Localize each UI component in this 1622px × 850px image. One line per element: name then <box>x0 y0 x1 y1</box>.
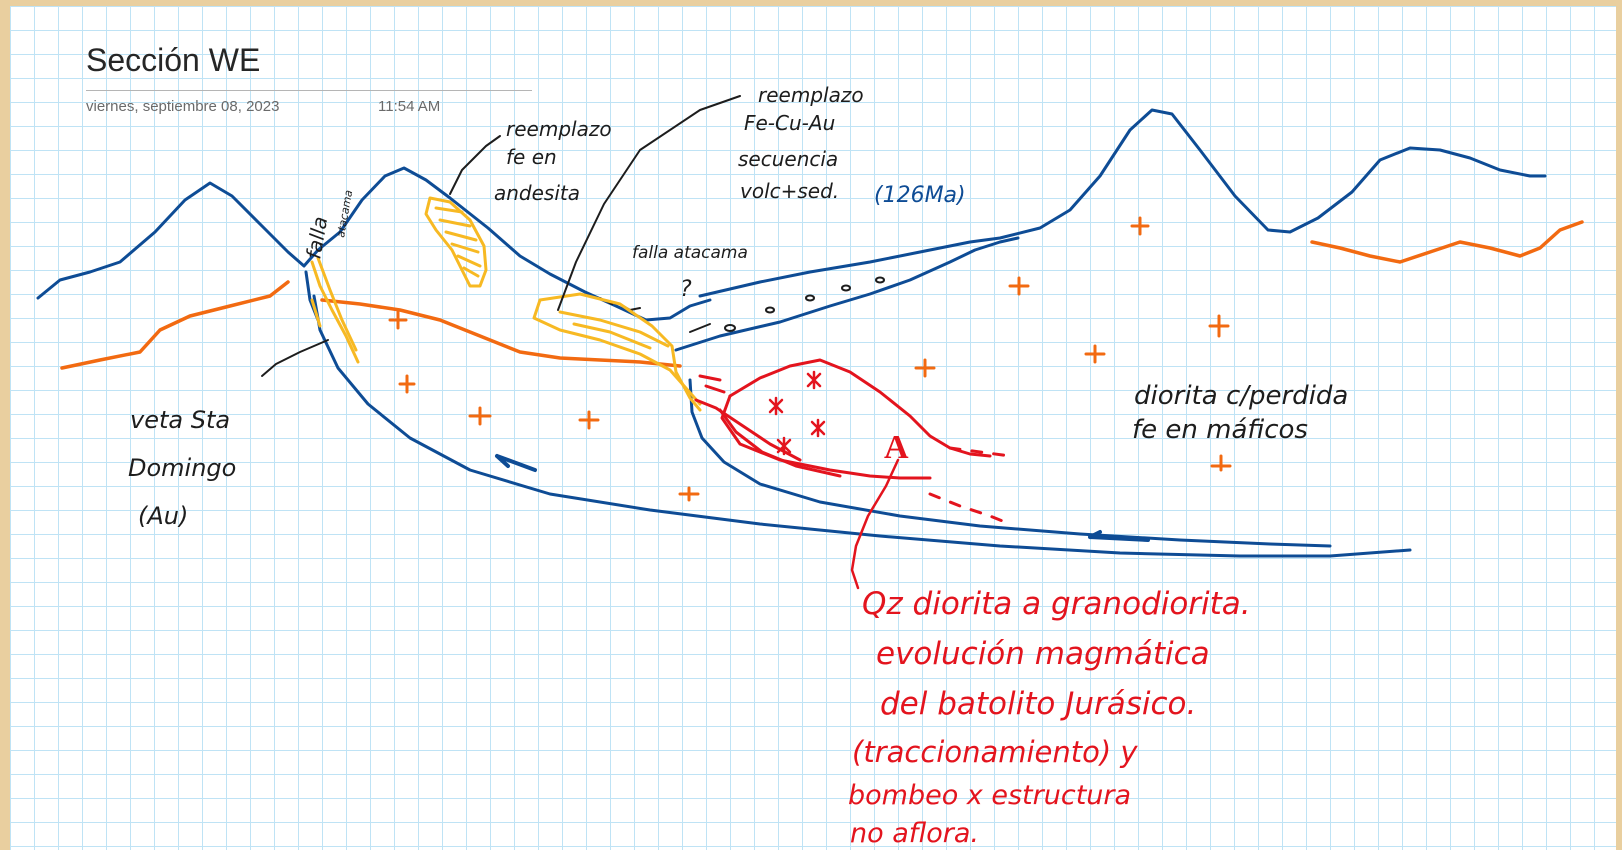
leader-lines <box>261 95 741 377</box>
question-mark: ? <box>680 277 692 302</box>
diorita-label-2: fe en máficos <box>1132 415 1308 445</box>
intrusion-asterisks <box>768 370 826 456</box>
falla-label: falla <box>301 215 332 261</box>
diorite-plus-symbols <box>388 216 1232 502</box>
reemplazo-fe-label-3: andesita <box>494 181 580 205</box>
reemplazo-fe-label-1: reemplazo <box>506 117 612 141</box>
qz-note-line-1: Qz diorita a granodiorita. <box>862 586 1251 622</box>
leader-line-red <box>850 458 900 590</box>
batholith-outline-inner <box>688 378 1332 548</box>
qz-note-line-5: bombeo x estructura <box>848 780 1131 811</box>
reemplazo-fecuau-label-4: volc+sed. <box>740 179 839 203</box>
flow-arrow-right <box>1088 530 1150 542</box>
marker-a: A <box>884 429 909 466</box>
sed-sequence-base <box>674 236 1020 352</box>
veta-label-2: Domingo <box>128 454 236 482</box>
page-title: Sección WE <box>86 42 261 78</box>
title-underline <box>86 90 532 91</box>
qz-diorite-intrusion <box>694 358 1012 526</box>
orange-horizon-west <box>60 280 290 370</box>
notebook-page: Sección WE viernes, septiembre 08, 2023 … <box>10 6 1616 850</box>
veta-vein-yellow <box>310 260 360 364</box>
veta-label-3: (Au) <box>138 502 188 530</box>
qz-note-line-6: no aflora. <box>850 818 979 849</box>
veta-label-1: veta Sta <box>130 406 230 434</box>
qz-note-line-2: evolución magmática <box>876 636 1210 672</box>
age-label: (126Ma) <box>874 183 966 208</box>
reemplazo-fecuau-label-1: reemplazo <box>758 83 864 107</box>
fe-replacement-body <box>424 196 488 288</box>
qz-note-line-3: del batolito Jurásico. <box>880 686 1196 722</box>
fe-cu-au-replacement-body <box>538 292 702 412</box>
batholith-outline-outer <box>312 294 1412 558</box>
page-time: 11:54 AM <box>378 98 441 115</box>
orange-horizon-central <box>320 298 682 368</box>
reemplazo-fe-label-2: fe en <box>506 145 557 169</box>
reemplazo-fecuau-label-2: Fe-Cu-Au <box>744 111 835 135</box>
page-date: viernes, septiembre 08, 2023 <box>86 98 280 115</box>
falla-atacama-label: falla atacama <box>632 243 748 263</box>
topography-profile <box>36 108 1547 322</box>
qz-note-line-4: (traccionamiento) y <box>852 735 1138 769</box>
sed-sequence-symbols <box>599 276 885 333</box>
reemplazo-fecuau-label-3: secuencia <box>738 147 838 171</box>
diorita-label-1: diorita c/perdida <box>1134 381 1348 411</box>
flow-arrow-left <box>495 454 537 472</box>
replacement-bodies <box>310 196 702 412</box>
geologic-cross-section-sketch: falla atacama reemplazo fe en andesita r… <box>36 83 1584 849</box>
orange-horizon-east <box>1310 220 1584 264</box>
